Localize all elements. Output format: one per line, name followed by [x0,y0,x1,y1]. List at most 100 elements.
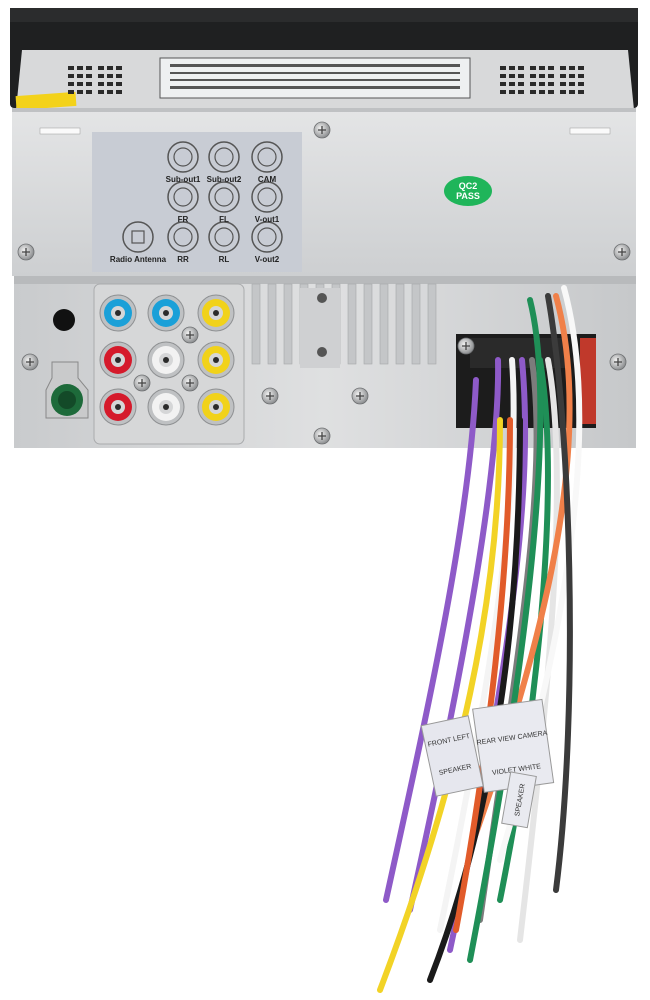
jack-inner-icon [257,227,277,247]
jack-outline-icon [251,221,283,253]
harness-tag-front-left: FRONT LEFT SPEAKER [420,715,484,797]
vent-slot [560,90,566,94]
fin [347,283,357,365]
jack-outline-icon [208,141,240,173]
wire [517,357,560,943]
vent-slot [518,90,524,94]
vent-slot [77,66,83,70]
jack-outline-icon [251,141,283,173]
vent-slot [86,82,92,86]
top-lid [15,50,634,111]
vent-slot [107,90,113,94]
vent-slot [98,82,104,86]
vent-slot [578,82,584,86]
vent-slot [518,74,524,78]
harness-tag-rear-view-camera: REAR VIEW CAMERA VIOLET WHITE [472,698,555,793]
vent-slot [500,82,506,86]
vent-slot [68,74,74,78]
screw-slot [462,342,470,350]
vent-slot [548,82,554,86]
vent-slot [68,66,74,70]
bracket-hole [317,347,327,357]
vent-slot [509,74,515,78]
vent-slot [539,82,545,86]
rca-jack-pin [163,357,169,363]
vent-slot [560,74,566,78]
jack-inner-icon [257,187,277,207]
rca-jack-diagram [122,141,283,253]
label-fr: FR [178,215,189,224]
vent-slot [539,90,545,94]
antenna-connector [45,361,89,419]
wire [467,297,544,963]
rca-jack-pin [213,357,219,363]
vent-slot [530,66,536,70]
heatsink-fins [251,283,437,368]
vent-slot [86,66,92,70]
vent-slot [107,66,113,70]
vent-slot [509,90,515,94]
screw-slot [186,331,194,339]
vent-slot [578,74,584,78]
vent-slot [569,66,575,70]
jack-outline-icon [251,181,283,213]
jack-inner-icon [214,227,234,247]
jack-outline-icon [208,221,240,253]
vent-slot [578,90,584,94]
screw-slot [138,379,146,387]
fin [411,283,421,365]
vent-slot [98,90,104,94]
vent-slot [560,66,566,70]
rca-jack-pin [163,310,169,316]
vent-slot [518,82,524,86]
screw-slot [266,392,274,400]
vent-slot [530,74,536,78]
vent-slot [509,66,515,70]
fin [427,283,437,365]
vent-slot [530,82,536,86]
label-rl: RL [219,255,230,264]
vent-slot [68,82,74,86]
screw-slot [618,248,626,256]
vent-slot [560,82,566,86]
wire [407,357,502,913]
jack-outline-icon [208,181,240,213]
label-sub-out2: Sub-out2 [207,175,242,184]
harness-tag-speaker: SPEAKER [501,771,537,829]
screw-slot [318,126,326,134]
fin [379,283,389,365]
rca-jack-pin [115,404,121,410]
qc-pass-badge: QC2 PASS [444,176,492,206]
jack-inner-icon [173,187,193,207]
screw-slot [614,358,622,366]
jack-outline-icon [167,181,199,213]
vent-slot [500,66,506,70]
vent-slot [116,82,122,86]
antenna-outline-icon [122,221,154,253]
vent-slot [77,74,83,78]
rca-jack-pin [213,310,219,316]
wire [453,417,513,933]
vent-slot [86,90,92,94]
badge-line2: PASS [456,191,480,201]
badge-line1: QC2 [459,181,478,191]
jack-inner-icon [214,187,234,207]
screw-slot [318,432,326,440]
vent-slot [569,90,575,94]
jack-inner-icon [257,147,277,167]
screw-slot [186,379,194,387]
jack-inner-icon [214,147,234,167]
label-sub-out1: Sub-out1 [166,175,201,184]
rca-jack-pin [163,404,169,410]
top-vents [68,66,584,94]
vent-slot [77,82,83,86]
vent-slot [569,74,575,78]
vent-slot [518,66,524,70]
fin [267,283,277,365]
vent-slot [68,90,74,94]
vent-slot [98,66,104,70]
wire [427,417,523,983]
wire [377,417,503,993]
jack-inner-icon [173,227,193,247]
